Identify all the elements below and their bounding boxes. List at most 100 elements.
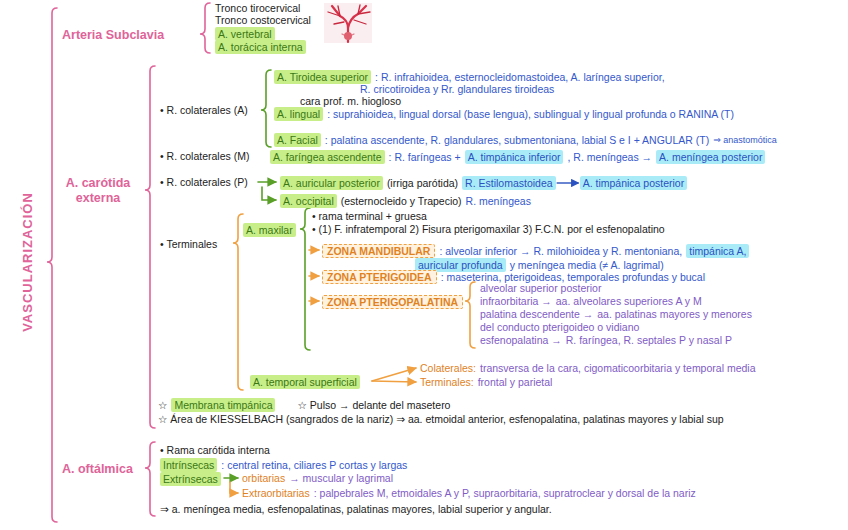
note-text: Tronco tirocervical bbox=[215, 2, 300, 14]
text-row: ⇒ a. meníngea media, esfenopalatinas, pa… bbox=[160, 503, 552, 515]
note-text: (irriga parótida) bbox=[387, 177, 458, 189]
note-text: • (1) F. infratemporal 2) Fisura pterigo… bbox=[312, 223, 665, 235]
text-row: A. Facial : palatina ascendente, R. gland… bbox=[274, 133, 777, 147]
text-row: A. lingual : suprahioidea, lingual dorsal… bbox=[274, 107, 734, 121]
highlight-box: Intrínsecas bbox=[160, 458, 217, 472]
highlight-box: A. lingual bbox=[274, 107, 323, 121]
zone-box: ZONA MANDIBULAR bbox=[322, 244, 435, 258]
leader-arrow bbox=[309, 249, 319, 251]
text-row: Tronco costocervical bbox=[215, 14, 311, 26]
note-text: Colaterales: bbox=[420, 362, 476, 374]
highlight-box: A. timpánica posterior bbox=[580, 176, 688, 190]
text-row: • (1) F. infratemporal 2) Fisura pterigo… bbox=[312, 223, 665, 235]
arteries-illustration bbox=[324, 3, 372, 43]
note-text: y meníngea media (≠ A. lagrimal) bbox=[510, 259, 664, 271]
text-row: orbitarias→ muscular y lagrimal bbox=[242, 472, 393, 484]
maxilar-bracket bbox=[300, 208, 310, 350]
text-row: ZONA PTERIGOIDEA: maseterina, pterigoide… bbox=[322, 270, 705, 284]
text-row: Extrínsecas bbox=[160, 472, 221, 486]
note-text: orbitarias bbox=[242, 472, 285, 484]
note-text: • R. colaterales (P) bbox=[160, 176, 248, 188]
text-row: • Rama carótida interna bbox=[160, 444, 270, 456]
note-text: Terminales: bbox=[420, 376, 474, 388]
text-row: ZONA PTERIGOPALATINA bbox=[322, 295, 463, 309]
zone-box: ZONA PTERIGOIDEA bbox=[322, 270, 437, 284]
note-text: : central retina, ciliares P cortas y la… bbox=[221, 459, 407, 471]
node-text: A. Tiroidea superior bbox=[277, 71, 368, 83]
text-row: ☆ Área de KIESSELBACH (sangrados de la n… bbox=[158, 413, 724, 425]
note-text: cara prof. m. hiogloso bbox=[300, 95, 401, 107]
text-row: • Terminales bbox=[160, 238, 217, 250]
highlight-box: A. meníngea posterior bbox=[656, 150, 765, 164]
note-text: aa. palatinas mayores y menores bbox=[597, 308, 752, 320]
text-row: infraorbitaria →aa. alveolares superiore… bbox=[480, 295, 702, 307]
note-text: : alveolar inferior → R. milohioidea y R… bbox=[439, 245, 682, 257]
leader-arrow bbox=[258, 181, 276, 183]
highlight-box: A. faríngea ascendente bbox=[270, 150, 385, 164]
text-row: Terminales: frontal y parietal bbox=[420, 376, 552, 388]
node-text: A. timpánica posterior bbox=[583, 177, 685, 189]
text-row: Colaterales: transversa de la cara, cigom… bbox=[420, 362, 756, 374]
text-row: Extraorbitarias: palpebrales M, etmoidal… bbox=[242, 487, 696, 499]
note-text: ☆ Área de KIESSELBACH (sangrados de la n… bbox=[158, 413, 724, 425]
node-text: A. meníngea posterior bbox=[659, 151, 762, 163]
text-row: R. cricotiroidea y Rr. glandulares tiroi… bbox=[360, 83, 554, 95]
text-row: A. temporal superficial bbox=[250, 375, 360, 389]
highlight-box: A. timpánica inferior bbox=[465, 150, 564, 164]
note-text: • Rama carótida interna bbox=[160, 444, 270, 456]
node-text: Intrínsecas bbox=[163, 459, 214, 471]
node-text: ZONA MANDIBULAR bbox=[327, 245, 430, 257]
note-text: Arteria Subclavia bbox=[62, 28, 164, 43]
note-text: : R. infrahioidea, esternocleidomastoide… bbox=[375, 71, 665, 83]
note-text: (esternocleido y Trapecio) bbox=[341, 195, 462, 207]
note-text: • R. colaterales (A) bbox=[160, 104, 248, 116]
note-text: transversa de la cara, cigomaticoorbitar… bbox=[480, 362, 755, 374]
note-text: : R. faríngeas + bbox=[389, 151, 461, 163]
node-text: A. torácica interna bbox=[218, 41, 303, 53]
note-text: Extraorbitarias bbox=[242, 487, 310, 499]
note-text: R. meníngeas bbox=[466, 195, 531, 207]
note-text: frontal y parietal bbox=[478, 376, 553, 388]
highlight-box: Extrínsecas bbox=[160, 472, 221, 486]
leader-arrow bbox=[262, 187, 276, 200]
node-text: ZONA PTERIGOPALATINA bbox=[327, 296, 458, 308]
node-text: A. Facial bbox=[277, 134, 318, 146]
node-text: A. timpánica inferior bbox=[468, 151, 561, 163]
text-row: Arteria Subclavia bbox=[62, 28, 164, 43]
highlight-box: A. vertebral bbox=[215, 27, 275, 41]
highlight-box: A. Tiroidea superior bbox=[274, 70, 371, 84]
highlight-box: A. maxilar bbox=[243, 223, 296, 237]
node-text: A. temporal superficial bbox=[253, 376, 357, 388]
arrow-connector bbox=[557, 182, 579, 183]
note-text: A. carótida externa bbox=[55, 176, 141, 206]
highlight-box: R. Estilomastoidea bbox=[462, 176, 556, 190]
node-text: Membrana timpánica bbox=[174, 399, 272, 411]
node-text: ZONA PTERIGOIDEA bbox=[327, 271, 432, 283]
note-text: ☆ bbox=[158, 399, 167, 411]
leader-arrow bbox=[372, 368, 416, 381]
text-row: • rama terminal + gruesa bbox=[312, 210, 427, 222]
text-row: Intrínsecas : central retina, ciliares P … bbox=[160, 458, 407, 472]
text-row: A. maxilar bbox=[243, 223, 296, 237]
note-text: : suprahioidea, lingual dorsal (base len… bbox=[327, 108, 734, 120]
node-text: A. lingual bbox=[277, 108, 320, 120]
text-row: del conducto pterigoideo o vidiano bbox=[480, 321, 639, 333]
node-text: A. occipital bbox=[283, 195, 334, 207]
note-text: del conducto pterigoideo o vidiano bbox=[480, 321, 639, 333]
highlight-box: A. occipital bbox=[280, 194, 337, 208]
text-row: A. carótida externa bbox=[55, 176, 141, 206]
text-row: • R. colaterales (P) bbox=[160, 176, 248, 188]
pterigopalatina-bracket bbox=[465, 282, 475, 348]
text-row: • R. colaterales (A) bbox=[160, 104, 248, 116]
text-row: A. occipital (esternocleido y Trapecio) R.… bbox=[280, 194, 531, 208]
note-text: : palatina ascendente, R. glandulares, s… bbox=[325, 134, 709, 146]
note-text: • rama terminal + gruesa bbox=[312, 210, 427, 222]
main-bracket bbox=[47, 8, 57, 522]
highlight-box: A. Facial bbox=[274, 133, 321, 147]
note-text: palatina descendente → bbox=[480, 308, 593, 320]
node-text: A. vertebral bbox=[218, 28, 272, 40]
text-row: A. vertebral bbox=[215, 27, 275, 41]
highlight-box: timpánica A, bbox=[686, 244, 749, 258]
node-text: Extrínsecas bbox=[163, 473, 218, 485]
